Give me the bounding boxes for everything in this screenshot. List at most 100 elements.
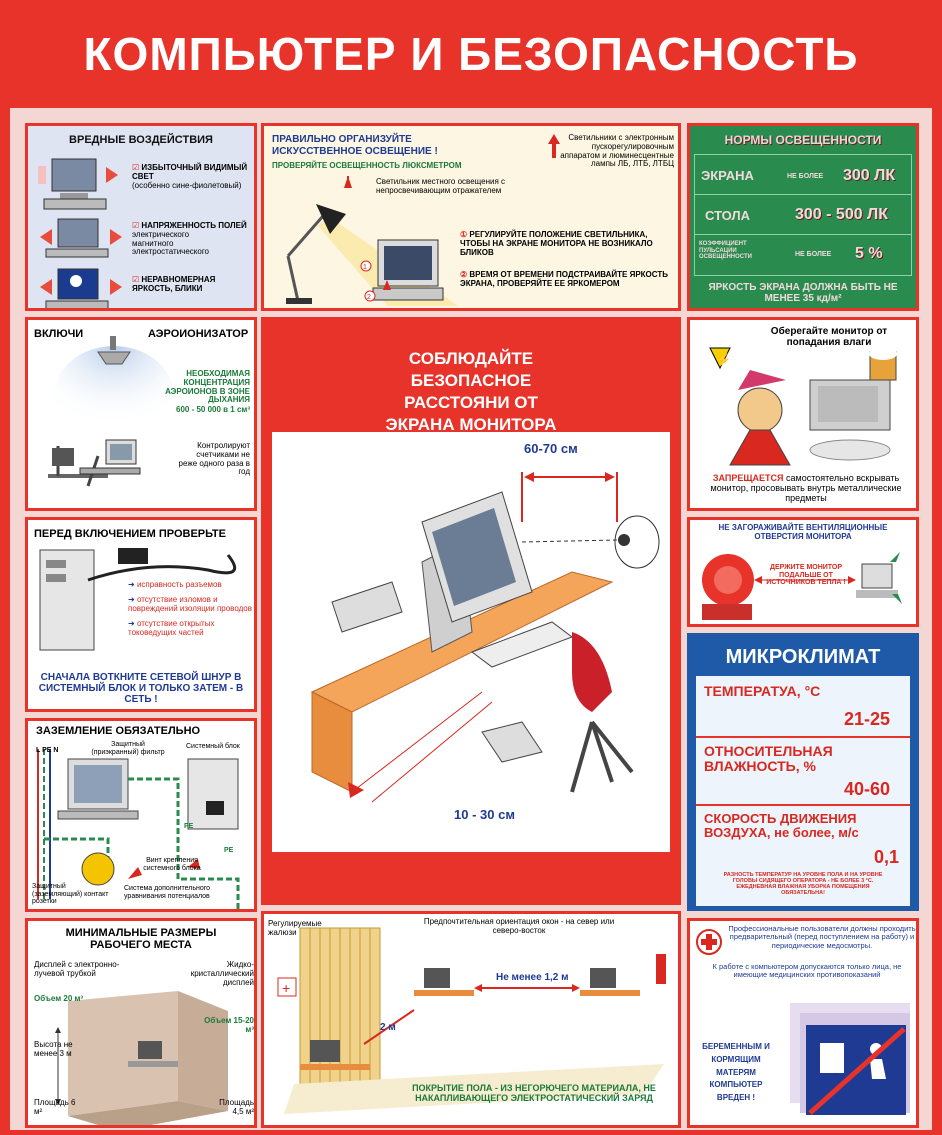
room-orient: Предпочтительная ориентация окон - на се…: [423, 917, 615, 935]
ground-pe-1: PE: [184, 823, 194, 830]
medical-cross-icon: [696, 929, 722, 955]
ground-screw: Винт крепления системного блока: [143, 857, 201, 872]
climate-note: РАЗНОСТЬ ТЕМПЕРАТУР НА УРОВНЕ ПОЛА И НА …: [723, 872, 883, 897]
arrow-right-icon: ➜: [128, 595, 135, 604]
norms-table: ЭКРАНА НЕ БОЛЕЕ 300 ЛК СТОЛА 300 - 500 Л…: [694, 154, 912, 276]
ground-panel: ЗАЗЕМЛЕНИЕ ОБЯЗАТЕЛЬНО L PE N Защитный (…: [25, 718, 257, 912]
lighting-heading-2: ИСКУССТВЕННОЕ ОСВЕЩЕНИЕ !: [272, 146, 438, 157]
medical-text-2: К работе с компьютером допускаются тольк…: [712, 962, 902, 980]
size-panel: МИНИМАЛЬНЫЕ РАЗМЕРЫ РАБОЧЕГО МЕСТА Диспл…: [25, 918, 257, 1128]
precheck-item-3-text: отсутствие открытых токоведущих частей: [128, 619, 215, 637]
size-height: Высота не менее 3 м: [34, 1040, 73, 1058]
moisture-warn-word: ЗАПРЕЩАЕТСЯ: [712, 473, 784, 483]
ceiling-light-arrow-icon: [548, 134, 560, 158]
harm-item-1-main: ИЗБЫТОЧНЫЙ ВИДИМЫЙ СВЕТ: [132, 163, 248, 181]
climate-panel: МИКРОКЛИМАТ ТЕМПЕРАТУА, °С 21-25 ОТНОСИТ…: [687, 633, 919, 911]
harm-panel: ВРЕДНЫЕ ВОЗДЕЙСТВИЯ ☑ ИЗБЫТОЧНЫЙ ВИДИМЫЙ…: [25, 123, 257, 311]
norms-row-desk-label: СТОЛА: [705, 208, 750, 223]
size-lcd: Жидко-кристаллический дисплей: [190, 960, 254, 987]
number-2-icon: ②: [460, 270, 468, 279]
room-dist-1: Не менее 1,2 м: [496, 972, 569, 983]
lighting-rule-2-text: ВРЕМЯ ОТ ВРЕМЕНИ ПОДСТРАИВАЙТЕ ЯРКОСТЬ Э…: [460, 270, 668, 288]
climate-body: ТЕМПЕРАТУА, °С 21-25 ОТНОСИТЕЛЬНАЯ ВЛАЖН…: [696, 676, 910, 906]
moisture-illustration: ⚡: [709, 347, 897, 466]
lighting-n2: 2: [367, 294, 371, 301]
no-pregnant-sign: [790, 1003, 910, 1115]
climate-divider: [696, 736, 910, 738]
arrow-right-icon: ➜: [128, 619, 135, 628]
ionizer-heading-1: ВКЛЮЧИ: [34, 328, 84, 340]
moisture-panel: Оберегайте монитор от попадания влаги ⚡ …: [687, 317, 919, 511]
moisture-warn-rest: самостоятельно вскрывать монитор, просов…: [710, 473, 902, 503]
lighting-heading-1: ПРАВИЛЬНО ОРГАНИЗУЙТЕ: [272, 134, 412, 145]
climate-row-3-value: 0,1: [874, 847, 900, 867]
ground-heading: ЗАЗЕМЛЕНИЕ ОБЯЗАТЕЛЬНО: [36, 725, 201, 737]
vent-note: ДЕРЖИТЕ МОНИТОР ПОДАЛЬШЕ ОТ ИСТОЧНИКОВ Т…: [766, 564, 846, 587]
room-floor: ПОКРЫТИЕ ПОЛА - ИЗ НЕГОРЮЧЕГО МАТЕРИАЛА,…: [412, 1083, 656, 1103]
vent-panel: НЕ ЗАГОРАЖИВАЙТЕ ВЕНТИЛЯЦИОННЫЕ ОТВЕРСТИ…: [687, 517, 919, 627]
norms-panel: НОРМЫ ОСВЕЩЕННОСТИ ЭКРАНА НЕ БОЛЕЕ 300 Л…: [687, 123, 919, 311]
climate-row-3-label: СКОРОСТЬ ДВИЖЕНИЯ ВОЗДУХА, не более, м/с: [704, 811, 859, 841]
distance-illustration-area: 60-70 см 10 - 30 см: [272, 432, 670, 852]
distance-eye: 60-70 см: [524, 441, 578, 456]
medical-warn: БЕРЕМЕННЫМ И КОРМЯЩИМ МАТЕРЯМ КОМПЬЮТЕР …: [702, 1042, 770, 1103]
medical-panel: Профессиональные пользователи должны про…: [687, 918, 919, 1128]
distance-feet: 10 - 30 см: [454, 807, 515, 822]
lighting-n1: 1: [363, 264, 367, 271]
room-layout-illustration: +: [277, 927, 666, 1114]
ground-unit: Системный блок: [186, 743, 240, 750]
ionizer-text: НЕОБХОДИМАЯ КОНЦЕНТРАЦИЯ АЭРОИОНОВ В ЗОН…: [165, 369, 250, 405]
climate-heading: МИКРОКЛИМАТ: [725, 646, 881, 668]
precheck-illustration: [39, 548, 237, 651]
norms-heading: НОРМЫ ОСВЕЩЕННОСТИ: [724, 133, 882, 147]
moisture-warning: ЗАПРЕЩАЕТСЯ самостоятельно вскрывать мон…: [696, 473, 916, 504]
desk-lamp-illustration: 1 2: [286, 176, 458, 306]
room-dist-2: 2 м: [380, 1022, 396, 1033]
svg-text:+: +: [282, 980, 290, 996]
norms-row-screen-label: ЭКРАНА: [701, 168, 754, 183]
size-area-2: Площадь 4,5 м²: [219, 1098, 254, 1116]
harm-item-1: ☑ ИЗБЫТОЧНЫЙ ВИДИМЫЙ СВЕТ (особенно сине…: [132, 163, 252, 190]
size-vol-1: Объем 20 м³: [34, 994, 84, 1003]
size-crt: Дисплей с электронно-лучевой трубкой: [34, 960, 120, 978]
precheck-item-1-text: исправность разъемов: [136, 580, 222, 589]
norms-row-desk: СТОЛА 300 - 500 ЛК: [695, 195, 911, 235]
lighting-rule-2: ② ВРЕМЯ ОТ ВРЕМЕНИ ПОДСТРАИВАЙТЕ ЯРКОСТЬ…: [460, 270, 674, 289]
norms-row-pulse-value: 5 %: [855, 245, 883, 262]
size-area-1: Площадь 6 м²: [34, 1098, 76, 1116]
precheck-item-3: ➜ отсутствие открытых токоведущих частей: [128, 619, 254, 637]
precheck-item-1: ➜ исправность разъемов: [128, 580, 254, 589]
lighting-rule-1-text: РЕГУЛИРУЙТЕ ПОЛОЖЕНИЕ СВЕТИЛЬНИКА, ЧТОБЫ…: [460, 230, 653, 257]
check-icon: ☑: [132, 163, 140, 172]
precheck-item-2-text: отсутствие изломов и повреждений изоляци…: [128, 595, 252, 613]
arrow-right-icon: ➜: [128, 580, 135, 589]
workstation-illustration: [310, 472, 660, 803]
precheck-heading: ПЕРЕД ВКЛЮЧЕНИЕМ ПРОВЕРЬТЕ: [34, 528, 226, 540]
ground-pe-2: PE: [224, 847, 234, 854]
distance-panel: СОБЛЮДАЙТЕ БЕЗОПАСНОЕ РАССТОЯНИ ОТ ЭКРАН…: [261, 317, 681, 905]
harm-item-2-main: НАПРЯЖЕННОСТЬ ПОЛЕЙ: [141, 221, 247, 230]
room-size-illustration: [55, 991, 228, 1125]
harm-item-1-sub: (особенно сине-фиолетовый): [132, 180, 242, 190]
ground-lpen: L PE N: [36, 747, 59, 754]
climate-row-1-label: ТЕМПЕРАТУА, °С: [704, 683, 821, 699]
norms-row-screen-prefix: НЕ БОЛЕЕ: [787, 173, 824, 180]
precheck-list: ➜ исправность разъемов ➜ отсутствие изло…: [128, 580, 254, 637]
ground-contact: Защитный (заземляющий) контакт розетки: [32, 883, 109, 906]
norms-row-pulse-prefix: НЕ БОЛЕЕ: [795, 251, 832, 258]
norms-row-desk-value: 300 - 500 ЛК: [795, 206, 889, 223]
climate-row-1-value: 21-25: [844, 709, 891, 729]
harm-item-2-sub: электрического магнитного электростатиче…: [132, 229, 210, 257]
norms-row-screen-value: 300 ЛК: [843, 167, 896, 184]
medical-text-1: Профессиональные пользователи должны про…: [728, 924, 916, 950]
svg-text:⚡: ⚡: [716, 353, 731, 367]
room-panel: + Регулируемые жалюзи Предпочтительная о…: [261, 911, 681, 1128]
climate-row-2-label: ОТНОСИТЕЛЬНАЯ ВЛАЖНОСТЬ, %: [704, 743, 833, 775]
ground-illustration: [37, 749, 240, 909]
ground-filter: Защитный (приэкранный) фильтр: [91, 741, 165, 756]
ionizer-heading-2: АЭРОИОНИЗАТОР: [148, 328, 249, 340]
distance-heading: СОБЛЮДАЙТЕ БЕЗОПАСНОЕ РАССТОЯНИ ОТ ЭКРАН…: [385, 349, 557, 456]
ionizer-panel: ВКЛЮЧИ АЭРОИОНИЗАТОР НЕОБХОДИМАЯ КОНЦЕНТ…: [25, 317, 257, 511]
harm-item-3-main: НЕРАВНОМЕРНАЯ ЯРКОСТЬ, БЛИКИ: [132, 275, 216, 293]
vent-heading: НЕ ЗАГОРАЖИВАЙТЕ ВЕНТИЛЯЦИОННЫЕ ОТВЕРСТИ…: [718, 523, 888, 541]
